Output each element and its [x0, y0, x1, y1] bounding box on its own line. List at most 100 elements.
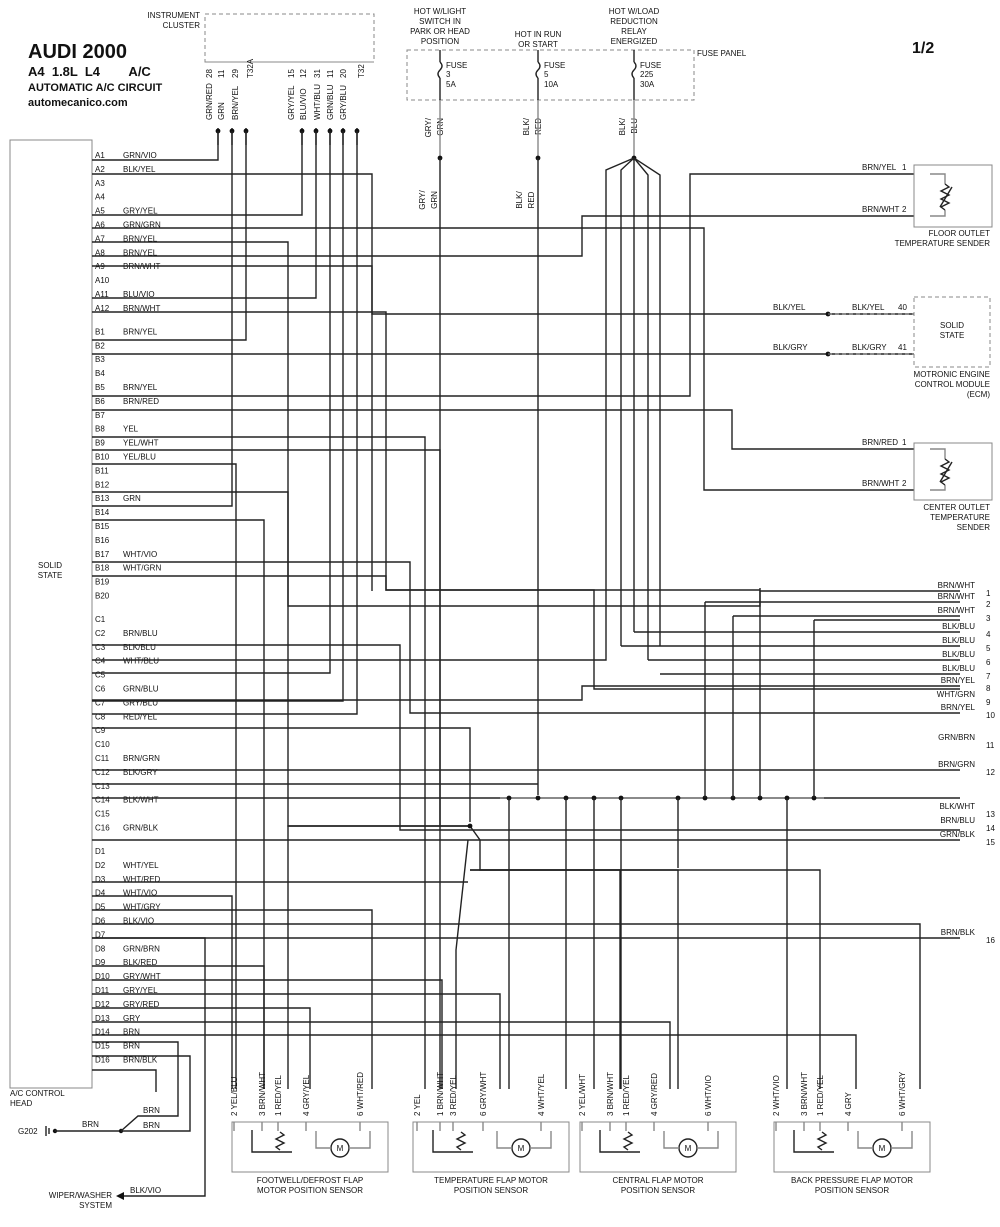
- motor-pot-symbol: [793, 1130, 834, 1153]
- wire-d16: [92, 1069, 157, 1092]
- wiper-name-1: WIPER/WASHER: [49, 1191, 112, 1200]
- right-conn-num: 7: [986, 672, 991, 681]
- head-wire-b8: YEL: [123, 425, 139, 434]
- head-wire-b9: YEL/WHT: [123, 439, 159, 448]
- right-conn-wire: BLK/WHT: [939, 802, 975, 811]
- wire-d4: [92, 909, 373, 1089]
- center-sender-box: [913, 442, 993, 501]
- motor-pot-symbol: [599, 1130, 640, 1153]
- head-pin-c8: C8: [95, 712, 106, 721]
- right-conn-wire: BRN/WHT: [938, 592, 975, 601]
- right-conn-num: 1: [986, 589, 991, 598]
- cluster-pin-wire: GRY/YEL: [287, 85, 296, 120]
- motor-name-1: TEMPERATURE FLAP MOTOR: [434, 1176, 548, 1185]
- motor-name-2: MOTOR POSITION SENSOR: [257, 1186, 363, 1195]
- relay-branch-4: [633, 157, 661, 646]
- head-pin-d9: D9: [95, 958, 106, 967]
- hot-light-label-2: SWITCH IN: [419, 17, 461, 26]
- head-pin-c12: C12: [95, 768, 110, 777]
- wiper-arrow: [116, 1192, 124, 1200]
- head-pin-b11: B11: [95, 466, 109, 475]
- motor-pin-label: 6 GRY/WHT: [479, 1072, 488, 1116]
- head-pin-c13: C13: [95, 782, 110, 791]
- cluster-pin-num: 15: [287, 69, 296, 78]
- right-connectors: BRN/WHT1BRN/WHT2BRN/WHT3BLK/BLU4BLK/BLU5…: [937, 581, 996, 945]
- wiper-wire-label: BLK/VIO: [130, 1186, 161, 1195]
- thermistor-arrow: [939, 186, 953, 208]
- ground-g202: G202 BRN BRN BRN: [18, 1041, 191, 1136]
- wire-c6: [92, 131, 344, 702]
- wire-a1: [92, 131, 219, 161]
- fuse-amps: 5A: [446, 80, 456, 89]
- head-wire-d14: BRN: [123, 1028, 140, 1037]
- head-pin-c15: C15: [95, 810, 110, 819]
- cluster-pin-num: T32A: [246, 58, 255, 78]
- sender-pin-num: 1: [902, 163, 907, 172]
- right-conn-num: 14: [986, 824, 995, 833]
- wire-d13: [92, 1034, 857, 1089]
- right-conn-num: 11: [986, 741, 995, 750]
- head-pin-b15: B15: [95, 522, 110, 531]
- right-conn-num: 6: [986, 658, 991, 667]
- thermistor-symbol: [939, 183, 951, 211]
- hot-load-label-4: ENERGIZED: [611, 37, 658, 46]
- wire-b6: [92, 409, 914, 450]
- page-number: 1/2: [912, 40, 934, 57]
- cluster-pin-wire: BRN/YEL: [231, 85, 240, 120]
- motor-pin-label: 4 GRY: [844, 1091, 853, 1116]
- ecm-wire-right: BLK/YEL: [852, 303, 885, 312]
- head-wire-a2: BLK/YEL: [123, 165, 156, 174]
- motor-pin-label: 3 BRN/WHT: [800, 1072, 809, 1116]
- hot-load-label-2: REDUCTION: [610, 17, 658, 26]
- head-pin-b9: B9: [95, 439, 105, 448]
- cluster-pin-num: 20: [339, 69, 348, 78]
- head-wire-d3: WHT/RED: [123, 875, 161, 884]
- ecm-pin-num: 40: [898, 303, 907, 312]
- wire-c7: [92, 131, 358, 715]
- wire-a9: [92, 265, 373, 591]
- wiper-washer: BLK/VIO WIPER/WASHER SYSTEM: [49, 937, 206, 1210]
- wire-b5: [92, 173, 914, 397]
- motor-pot-symbol: [432, 1130, 473, 1153]
- right-conn-num: 16: [986, 936, 995, 945]
- right-conn-num: 2: [986, 600, 991, 609]
- head-wire-b1: BRN/YEL: [123, 327, 158, 336]
- cluster-pin-num: 11: [217, 69, 226, 78]
- motor-name-1: BACK PRESSURE FLAP MOTOR: [791, 1176, 913, 1185]
- hot-load-label-3: RELAY: [621, 27, 647, 36]
- head-wire-c11: BRN/GRN: [123, 754, 160, 763]
- ecm-wire-left: BLK/GRY: [773, 343, 808, 352]
- motor-pin-label: 3 RED/YEL: [449, 1075, 458, 1116]
- fuse3-wire-label-b: GRN: [430, 191, 439, 209]
- ground-wire3-label: BRN: [143, 1121, 160, 1130]
- wire-b9: [92, 449, 441, 1089]
- head-pin-b12: B12: [95, 480, 110, 489]
- head-wire-b10: YEL/BLU: [123, 453, 156, 462]
- head-wire-b17: WHT/VIO: [123, 550, 157, 559]
- fuse5-wire-label-b: RED: [527, 191, 536, 208]
- wiper-name-2: SYSTEM: [79, 1201, 112, 1210]
- head-pin-a2: A2: [95, 165, 105, 174]
- motor-name-1: CENTRAL FLAP MOTOR: [613, 1176, 704, 1185]
- head-wire-d11: GRY/YEL: [123, 986, 158, 995]
- head-pin-c5: C5: [95, 671, 106, 680]
- sender-wire-label: BRN/YEL: [862, 163, 897, 172]
- site-name: automecanico.com: [28, 97, 128, 109]
- fuse-symbol: [437, 61, 443, 79]
- sender-wire-label: BRN/WHT: [862, 479, 899, 488]
- right-conn-wire: GRN/BRN: [938, 733, 975, 742]
- floor-sender-box: [913, 164, 993, 228]
- wire-a7: [92, 241, 960, 607]
- motor-pin-label: 2 YEL: [413, 1094, 422, 1116]
- head-wire-a1: GRN/VIO: [123, 151, 157, 160]
- head-pin-b17: B17: [95, 550, 110, 559]
- head-pin-d4: D4: [95, 889, 106, 898]
- head-pin-c1: C1: [95, 615, 106, 624]
- head-wire-c12: BLK/GRY: [123, 768, 158, 777]
- head-wire-b18: WHT/GRN: [123, 564, 161, 573]
- cluster-pin-num: 11: [326, 69, 335, 78]
- diagram-title: AUDI 2000: [28, 41, 127, 63]
